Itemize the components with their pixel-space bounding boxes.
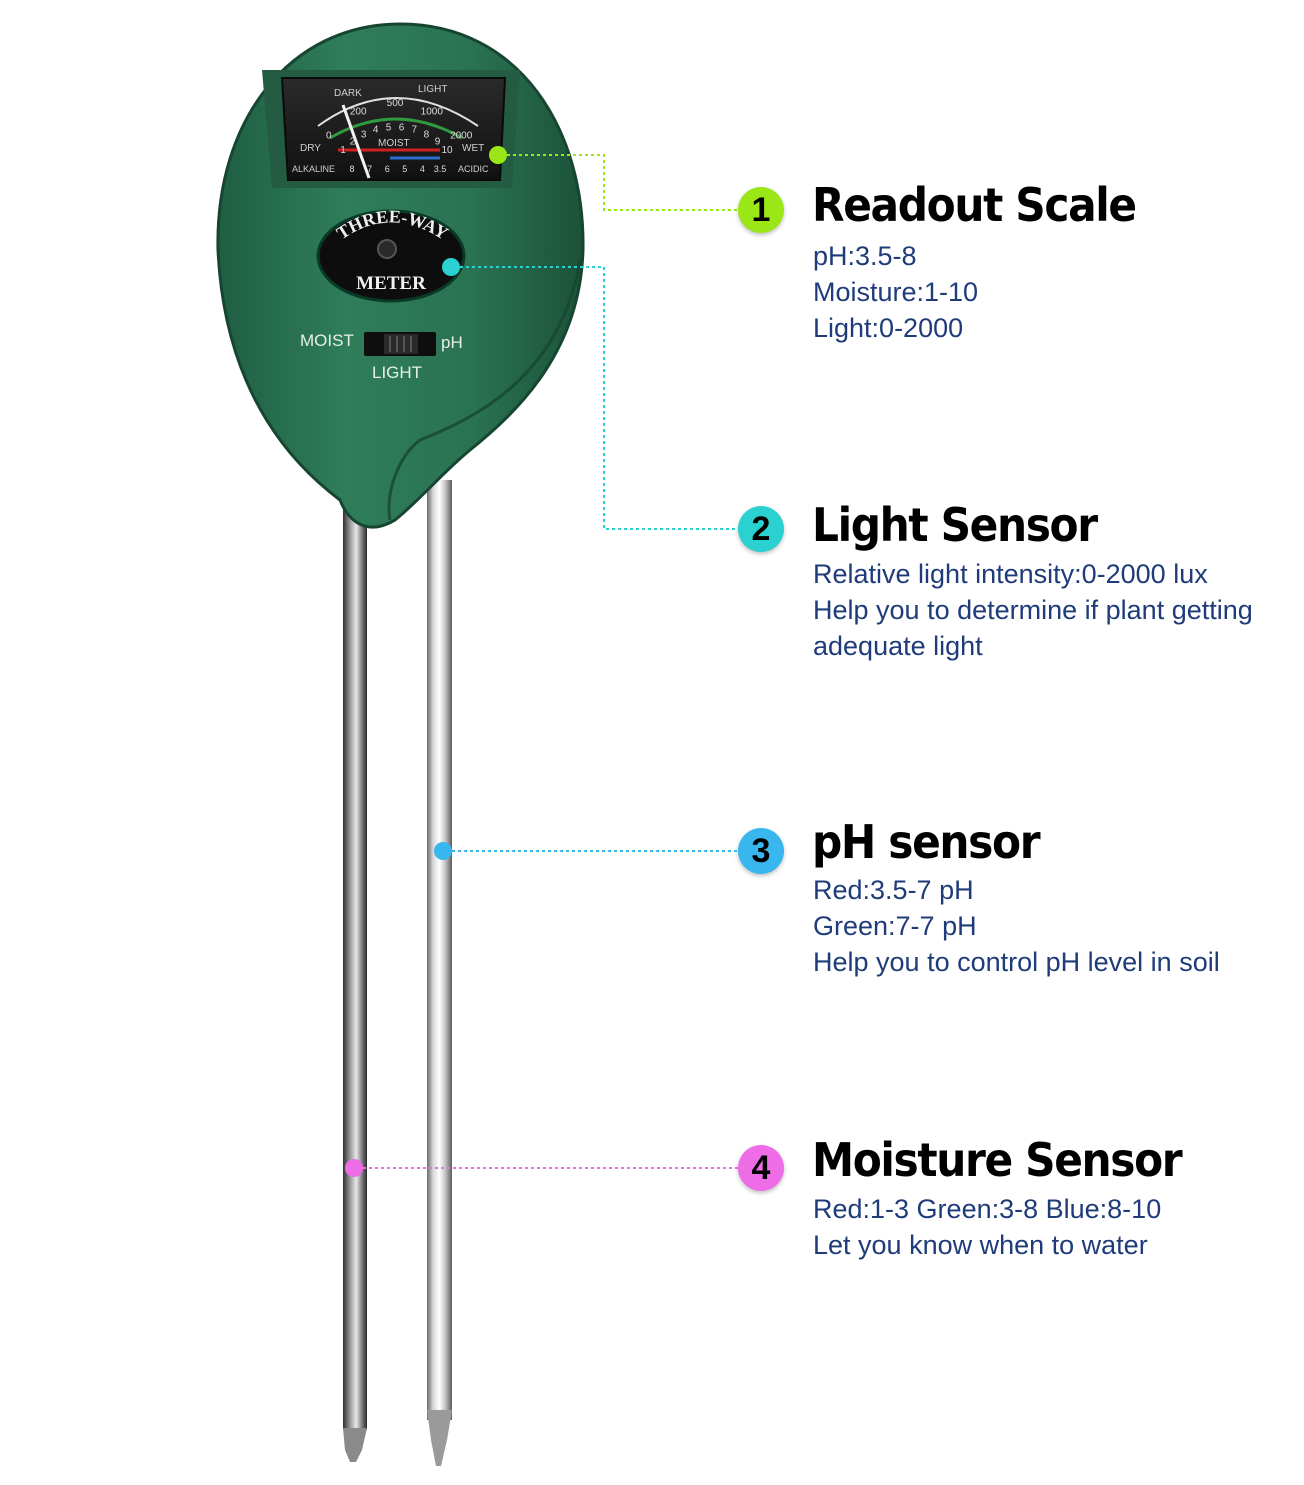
callout-1-badge: 1 <box>738 187 784 233</box>
dial-acidic-label: ACIDIC <box>458 164 489 174</box>
callout-1-line: Moisture:1-10 <box>813 277 979 307</box>
dial-ph-ticks: 8 7 6 5 4 3.5 <box>349 164 446 174</box>
callout-4-desc: Red:1-3 Green:3-8 Blue:8-10 Let you know… <box>813 1191 1161 1263</box>
dial-moist-tick: 4 <box>373 125 379 136</box>
dial-wet-label: WET <box>462 143 484 154</box>
dial-light-ticks: 0 200 500 1000 2000 <box>326 98 473 141</box>
callout-4-title: Moisture Sensor <box>812 1133 1183 1187</box>
dial-moist-tick: 10 <box>441 145 453 156</box>
dial-moist-tick: 9 <box>435 136 441 147</box>
dial-moist-tick: 5 <box>386 122 392 133</box>
switch-light-label: LIGHT <box>372 363 422 382</box>
callout-3-line: Green:7-7 pH <box>813 911 977 941</box>
dial-alkaline-label: ALKALINE <box>292 164 335 174</box>
dial-window <box>262 70 520 188</box>
brand-badge <box>316 209 466 303</box>
switch-moist-label: MOIST <box>300 331 354 350</box>
dial-moist-tick: 3 <box>361 129 367 140</box>
dial-light-tick: 500 <box>387 98 404 109</box>
callout-3-badge: 3 <box>738 828 784 874</box>
callout-2-line: adequate light <box>813 631 983 661</box>
dial-light-tick: 2000 <box>450 130 473 141</box>
callout-2-line: Help you to determine if plant getting <box>813 595 1253 625</box>
dial-moist-tick: 2 <box>350 136 356 147</box>
dial-moist-tick: 6 <box>399 122 405 133</box>
callout-3-line: Help you to control pH level in soil <box>813 947 1220 977</box>
dial-moist-tick: 1 <box>340 145 346 156</box>
callout-1-line: pH:3.5-8 <box>813 241 917 271</box>
mode-switch[interactable] <box>364 332 436 356</box>
dial-ph-tick: 8 <box>349 164 354 174</box>
callout-4-line: Let you know when to water <box>813 1230 1148 1260</box>
dial-ph-tick: 4 <box>420 164 425 174</box>
callout-3-title: pH sensor <box>812 815 1041 869</box>
callout-4-line: Red:1-3 Green:3-8 Blue:8-10 <box>813 1194 1162 1224</box>
callout-2-line: Relative light intensity:0-2000 lux <box>813 559 1208 589</box>
dial-moist-label: MOIST <box>378 138 410 149</box>
callout-2-badge: 2 <box>738 506 784 552</box>
callout-3-line: Red:3.5-7 pH <box>813 875 974 905</box>
callout-1-title: Readout Scale <box>812 178 1137 232</box>
dial-dry-label: DRY <box>300 143 321 154</box>
dial-moist-tick: 7 <box>412 125 418 136</box>
dial-ph-tick: 3.5 <box>434 164 447 174</box>
dial-needle <box>341 104 371 179</box>
dial-light-label: LIGHT <box>418 84 447 95</box>
callout-2-title: Light Sensor <box>812 498 1098 552</box>
callout-1-line: Light:0-2000 <box>813 313 964 343</box>
dial-ph-tick: 5 <box>402 164 407 174</box>
dial-light-tick: 1000 <box>421 107 444 118</box>
dial-light-tick: 200 <box>350 107 367 118</box>
light-sensor-window <box>377 239 397 259</box>
dial-ph-tick: 7 <box>367 164 372 174</box>
callout-3-desc: Red:3.5-7 pH Green:7-7 pH Help you to co… <box>813 872 1220 980</box>
probe-rod-right <box>427 480 452 1466</box>
dial-dark-label: DARK <box>334 88 362 99</box>
probe-rod-left <box>343 480 367 1462</box>
dial-light-tick: 0 <box>326 130 332 141</box>
dial-moist-tick: 8 <box>424 129 430 140</box>
dial-ph-tick: 6 <box>385 164 390 174</box>
callout-4-badge: 4 <box>738 1145 784 1191</box>
callout-2-desc: Relative light intensity:0-2000 lux Help… <box>813 556 1253 664</box>
switch-ph-label: pH <box>441 333 463 352</box>
brand-bottom-text: METER <box>356 273 426 294</box>
callout-1-desc: pH:3.5-8 Moisture:1-10 Light:0-2000 <box>813 238 978 346</box>
